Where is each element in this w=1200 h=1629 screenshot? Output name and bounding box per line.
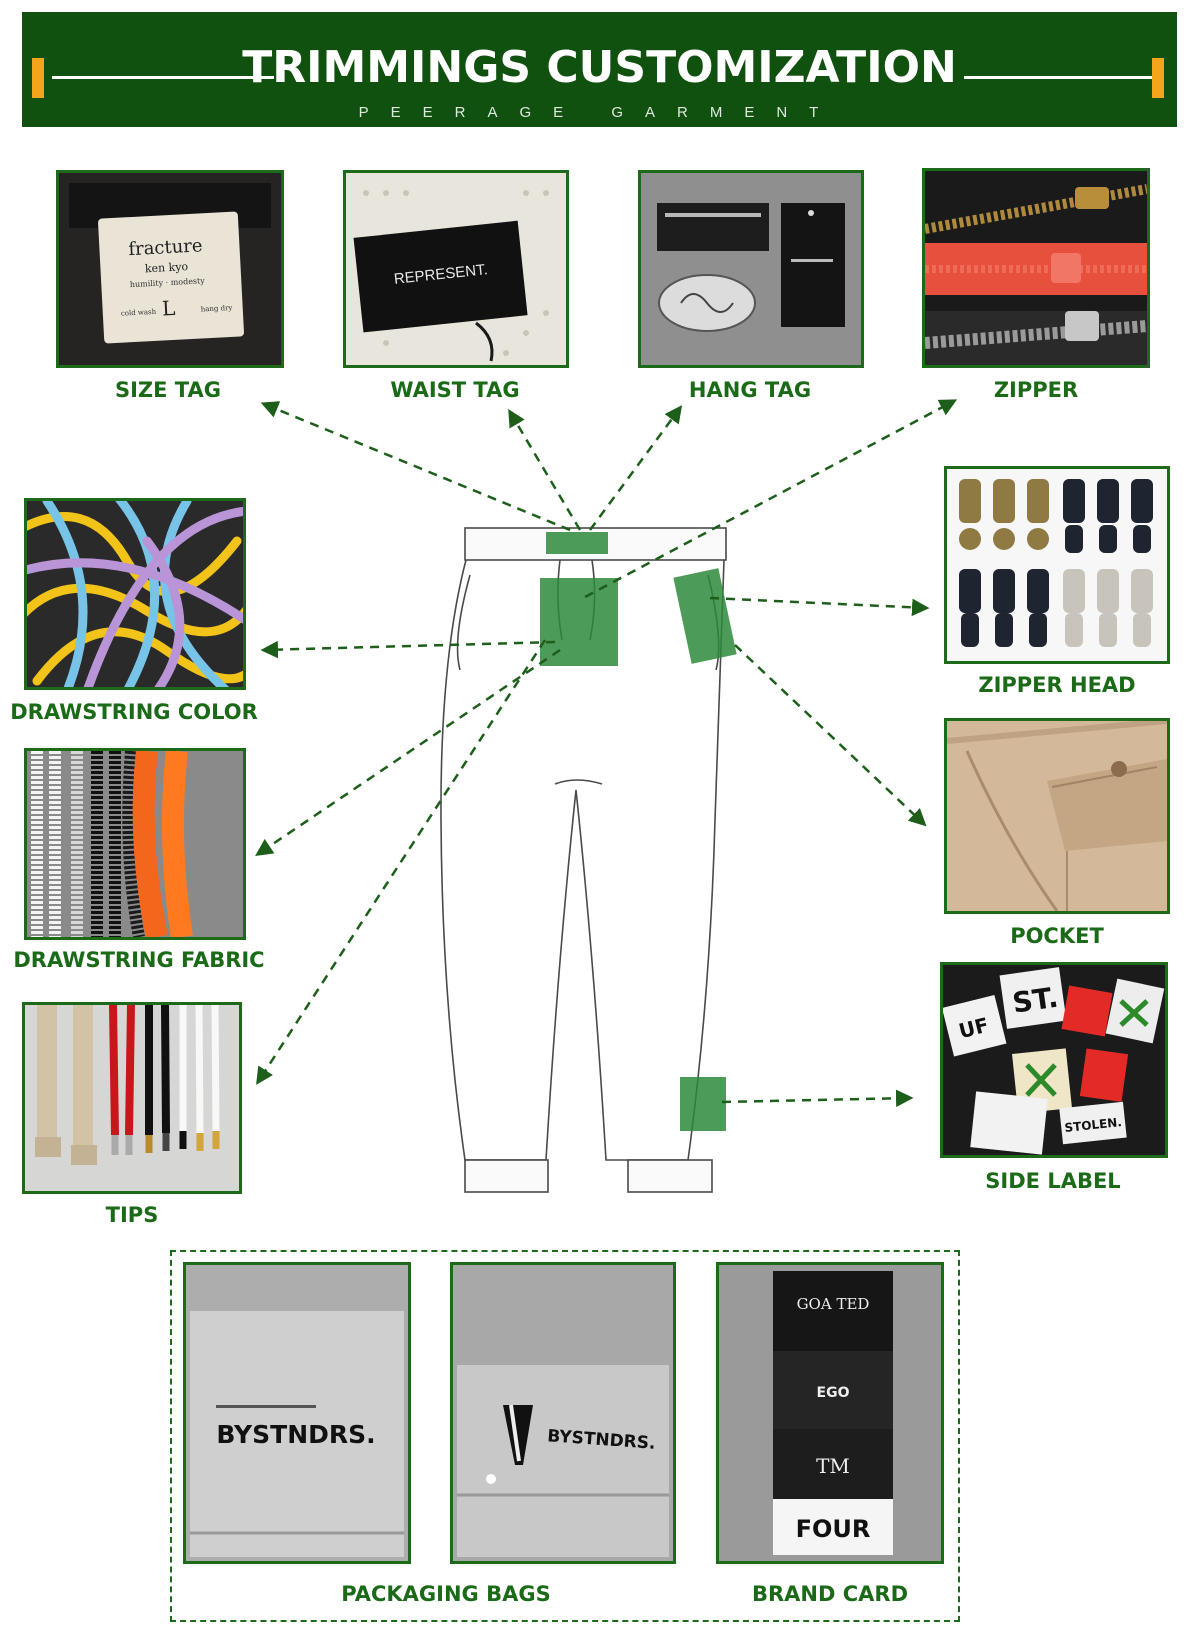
size-tag-caption: SIZE TAG (114, 378, 221, 402)
header-banner: TRIMMINGS CUSTOMIZATION PEERAGE GARMENT (22, 12, 1177, 127)
side-pocket-highlight (673, 568, 737, 664)
side-label-word-1: ST. (1010, 981, 1060, 1020)
arrow-hang-tag (588, 405, 683, 531)
side-label-highlight (680, 1077, 726, 1131)
arrow-pocket (734, 644, 927, 827)
hang-tag-photo (638, 170, 864, 368)
page-title: TRIMMINGS CUSTOMIZATION (242, 42, 957, 93)
drawstring-color-photo (24, 498, 246, 690)
left-rule (52, 76, 274, 79)
waist-tag-caption: WAIST TAG (390, 378, 520, 402)
left-accent-bar (32, 58, 44, 98)
arrow-zipper (584, 399, 958, 599)
packaging-frame (170, 1250, 960, 1622)
leader-arrows (255, 399, 958, 1108)
zipper-head-caption: ZIPPER HEAD (978, 673, 1136, 697)
arrow-waist-tag (508, 408, 582, 531)
tips-photo (22, 1002, 242, 1194)
hang-tag-caption: HANG TAG (688, 378, 812, 402)
waist-tag-photo: REPRESENT. (343, 170, 569, 368)
size-tag-brand: fracture (128, 235, 203, 260)
pocket-caption: POCKET (1010, 924, 1104, 948)
arrow-drawstring-fabric (255, 648, 561, 856)
side-label-word-3: STOLEN. (1064, 1115, 1123, 1135)
pocket-photo (944, 718, 1170, 914)
size-tag-left: cold wash (121, 308, 157, 318)
arrow-side-label (721, 1089, 914, 1108)
brand-card-2: EGO (817, 1385, 850, 1401)
size-tag-photo: fracture ken kyo humility · modesty L co… (56, 170, 284, 368)
side-label-caption: SIDE LABEL (985, 1169, 1121, 1193)
front-highlight (540, 578, 618, 666)
arrow-drawstring-color (260, 640, 556, 659)
waist-highlight (546, 532, 608, 554)
size-tag-size: L (161, 296, 176, 321)
packaging-bag-photo-2: BYSTNDRS. (450, 1262, 676, 1564)
side-label-photo: ST. UF STOLEN. (940, 962, 1168, 1158)
arrow-zipper-head (709, 596, 930, 617)
zipper-photo (922, 168, 1150, 368)
drawstring-color-caption: DRAWSTRING COLOR (10, 700, 258, 724)
size-tag-line2: ken kyo (145, 260, 189, 275)
size-tag-line3: humility · modesty (130, 276, 206, 289)
packaging-bag-photo-1: BYSTNDRS. (183, 1262, 411, 1564)
brand-card-photo: GOA TED EGO TM FOUR (716, 1262, 944, 1564)
drawstring-fabric-caption: DRAWSTRING FABRIC (13, 948, 265, 972)
size-tag-right: hang dry (201, 304, 233, 314)
packaging-bags-caption: PACKAGING BAGS (341, 1582, 551, 1606)
brand-card-4: FOUR (796, 1515, 871, 1543)
brand-card-1: GOA TED (797, 1295, 870, 1313)
drawstring-fabric-photo (24, 748, 246, 940)
zipper-caption: ZIPPER (993, 378, 1079, 402)
packaging-brand-1: BYSTNDRS. (216, 1420, 375, 1449)
right-accent-bar (1152, 58, 1164, 98)
right-rule (964, 76, 1164, 79)
brand-card-3: TM (816, 1454, 850, 1478)
arrow-tips (256, 639, 547, 1085)
highlight-zones (540, 532, 737, 1131)
zipper-head-photo (944, 466, 1170, 664)
arrow-size-tag (260, 401, 571, 532)
page-subtitle: PEERAGE GARMENT (358, 104, 841, 121)
tips-caption: TIPS (105, 1203, 159, 1227)
pants-outline (440, 527, 727, 1193)
brand-card-caption: BRAND CARD (751, 1582, 908, 1606)
